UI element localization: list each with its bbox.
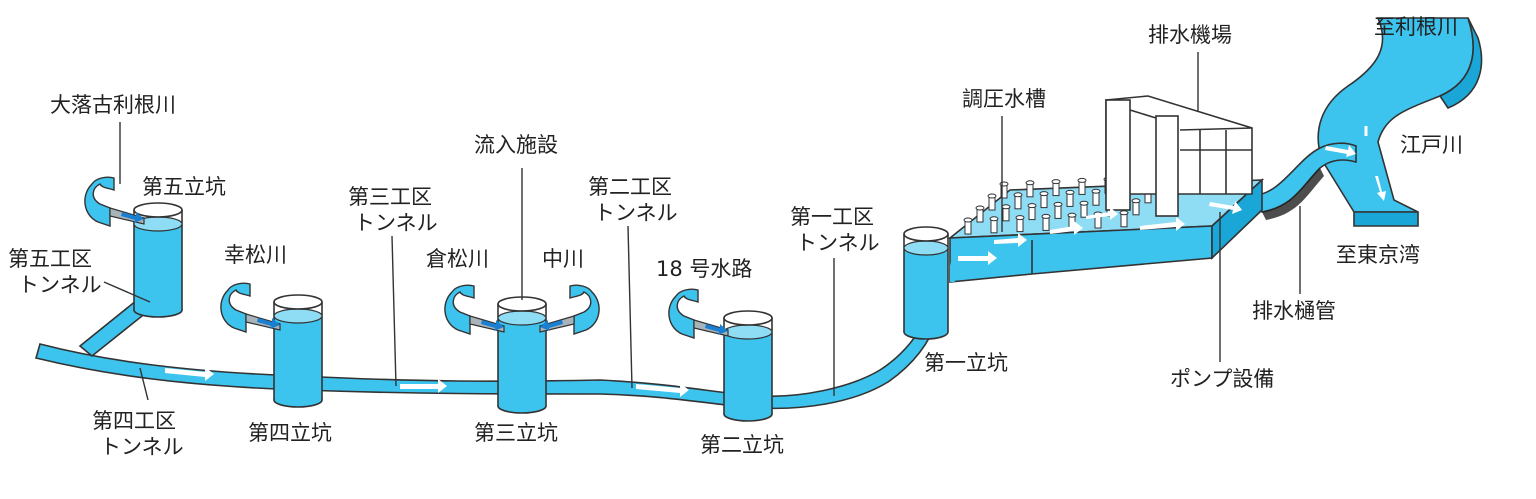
- label-zone2-tunnel-line1: 第二工区: [588, 175, 672, 199]
- pump-station-building: [1105, 95, 1253, 217]
- label-kuramatsu-river: 倉松川: [426, 247, 489, 271]
- inlet-kuramatsu: [444, 284, 505, 335]
- edogawa-river: [1317, 17, 1483, 227]
- label-nakagawa-river: 中川: [542, 247, 584, 271]
- shaft2-cylinder: [723, 310, 773, 422]
- label-waterway-18: 18 号水路: [656, 257, 752, 281]
- label-shaft2: 第二立坑: [700, 433, 784, 457]
- flow-arrows: [165, 145, 1386, 397]
- label-pump-facility: ポンプ設備: [1170, 367, 1274, 391]
- inlet-koumatsu: [220, 282, 281, 333]
- label-to-tokyo-bay: 至東京湾: [1336, 243, 1420, 267]
- shaft3-cylinder: [497, 296, 547, 414]
- label-zone4-tunnel-line1: 第四工区: [92, 409, 176, 433]
- label-zone1-tunnel-line1: 第一工区: [790, 205, 874, 229]
- label-zone3-tunnel-line2: トンネル: [354, 211, 438, 235]
- main-tunnel: [35, 314, 940, 410]
- label-pump-station: 排水機場: [1148, 23, 1232, 47]
- label-zone1-tunnel-line2: トンネル: [796, 231, 880, 255]
- shaft4-cylinder: [273, 294, 323, 408]
- inlet-nakagawa: [539, 284, 600, 335]
- shaft1-cylinder: [903, 226, 949, 340]
- label-shaft3: 第三立坑: [474, 421, 558, 445]
- label-shaft4: 第四立坑: [248, 421, 332, 445]
- label-zone2-tunnel-line2: トンネル: [594, 201, 678, 225]
- label-ohotoshi-furutone-river: 大落古利根川: [50, 93, 176, 117]
- label-shaft1: 第一立坑: [924, 351, 1008, 375]
- label-zone4-tunnel-line2: トンネル: [100, 435, 184, 459]
- label-koumatsu-river: 幸松川: [224, 243, 287, 267]
- shaft5-cylinder: [133, 202, 183, 318]
- river-inlets: [84, 176, 729, 339]
- label-zone3-tunnel-line1: 第三工区: [348, 185, 432, 209]
- inlet-ohotoshi-furutone: [84, 176, 145, 227]
- label-zone5-tunnel-line2: トンネル: [18, 273, 102, 297]
- leader-lines: [103, 52, 1301, 401]
- shafts: [133, 202, 949, 422]
- label-drain-pipe: 排水樋管: [1252, 299, 1336, 323]
- label-edogawa-river: 江戸川: [1400, 133, 1463, 157]
- label-shaft5: 第五立坑: [142, 175, 226, 199]
- labels: 大落古利根川 第五立坑 第五工区 トンネル 幸松川 第四工区 トンネル 第四立坑…: [8, 15, 1463, 459]
- label-zone5-tunnel-line1: 第五工区: [8, 247, 92, 271]
- label-to-tone-river: 至利根川: [1374, 15, 1458, 39]
- inlet-waterway-18: [668, 288, 729, 339]
- shaft1-connector: [950, 262, 955, 282]
- label-inflow-facility: 流入施設: [474, 133, 558, 157]
- label-surge-tank: 調圧水槽: [962, 87, 1046, 111]
